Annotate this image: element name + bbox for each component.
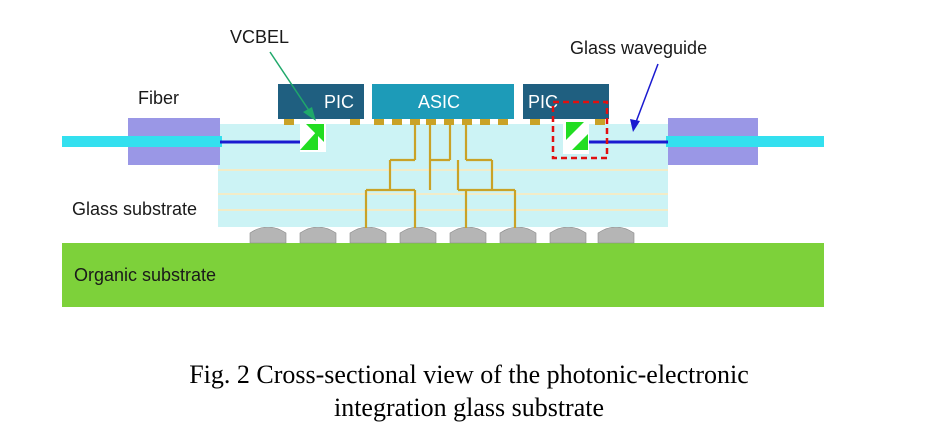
highlight-box bbox=[551, 100, 609, 160]
glass-substrate bbox=[218, 124, 668, 227]
caption-line-2: integration glass substrate bbox=[333, 393, 605, 422]
organic-substrate bbox=[62, 243, 824, 307]
pic-right-label: PIC bbox=[528, 92, 558, 112]
caption-line-1: Fig. 2 Cross-sectional view of the photo… bbox=[189, 360, 749, 389]
glass-waveguide-arrow bbox=[630, 63, 659, 132]
glass-substrate-label: Glass substrate bbox=[72, 199, 197, 219]
figure-caption: Fig. 2 Cross-sectional view of the photo… bbox=[0, 358, 938, 424]
organic-substrate-label: Organic substrate bbox=[74, 265, 216, 285]
solder-bumps bbox=[249, 226, 635, 244]
micro-bumps bbox=[284, 118, 605, 125]
fiber-right-core-through bbox=[668, 136, 758, 147]
vcsel-mirror-left bbox=[300, 122, 326, 152]
pic-left-label: PIC bbox=[324, 92, 354, 112]
pic-left-chip bbox=[278, 84, 364, 119]
fiber-label: Fiber bbox=[138, 88, 179, 108]
vcsel-mirror-right bbox=[563, 122, 589, 154]
asic-label: ASIC bbox=[418, 92, 460, 112]
asic-chip bbox=[372, 84, 514, 119]
wiring-traces bbox=[364, 124, 517, 228]
glass-waveguide-label: Glass waveguide bbox=[570, 38, 707, 58]
vcbel-arrow bbox=[269, 51, 316, 121]
vcbel-label: VCBEL bbox=[230, 27, 289, 47]
glass-layer-lines bbox=[218, 169, 668, 211]
fiber-left-core-through bbox=[128, 136, 220, 147]
